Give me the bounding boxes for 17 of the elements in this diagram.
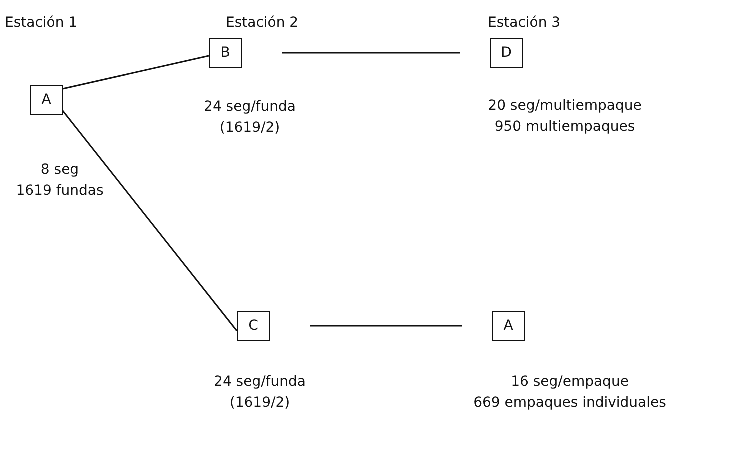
station-box: D (490, 38, 523, 68)
station-note: 16 seg/empaque 669 empaques individuales (472, 373, 668, 413)
station-box: C (237, 311, 270, 341)
station-heading: Estación 2 (226, 15, 299, 31)
station-box: A (492, 311, 525, 341)
connector-line (62, 110, 238, 332)
connector-line (310, 325, 462, 327)
station-heading: Estación 1 (5, 15, 78, 31)
station-box: B (209, 38, 242, 68)
station-note: 8 seg 1619 fundas (15, 161, 105, 201)
station-note: 24 seg/funda (1619/2) (203, 98, 297, 138)
station-note: 24 seg/funda (1619/2) (213, 373, 307, 413)
connector-line (62, 55, 210, 90)
connector-line (282, 52, 460, 54)
station-note: 20 seg/multiempaque 950 multiempaques (487, 97, 643, 137)
station-box: A (30, 85, 63, 115)
station-heading: Estación 3 (488, 15, 561, 31)
